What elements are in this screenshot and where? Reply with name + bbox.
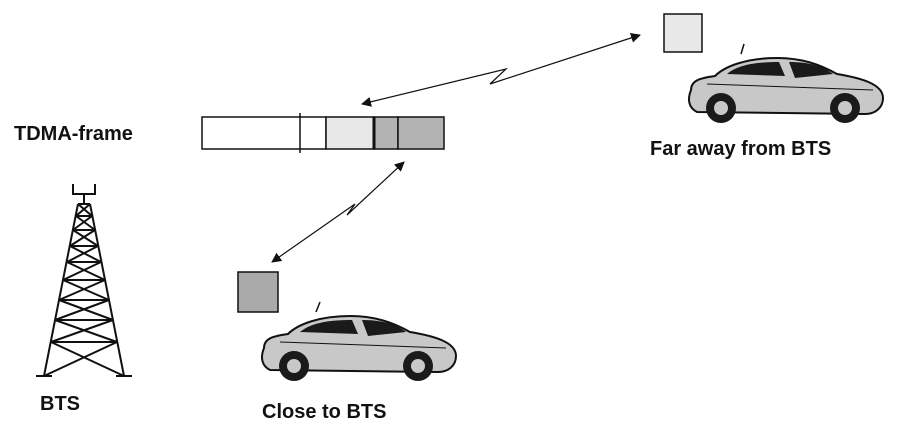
tdma-frame-label: TDMA-frame [14,123,133,145]
car-icon [688,43,885,123]
tdma-frame [201,113,445,153]
bts-label: BTS [40,393,80,415]
car-icon [261,301,458,381]
burst-far [663,13,703,53]
tdma-slot-near [373,116,399,150]
tdma-slot-far [325,116,375,150]
burst-near [237,271,279,313]
tower-icon [36,184,132,377]
tdma-slot-near-2 [397,116,445,150]
double-arrow-icon [361,33,641,107]
far-car-label: Far away from BTS [650,138,831,160]
tdma-slot-empty [201,116,327,150]
near-car-label: Close to BTS [262,401,386,423]
double-arrow-icon [271,161,405,263]
